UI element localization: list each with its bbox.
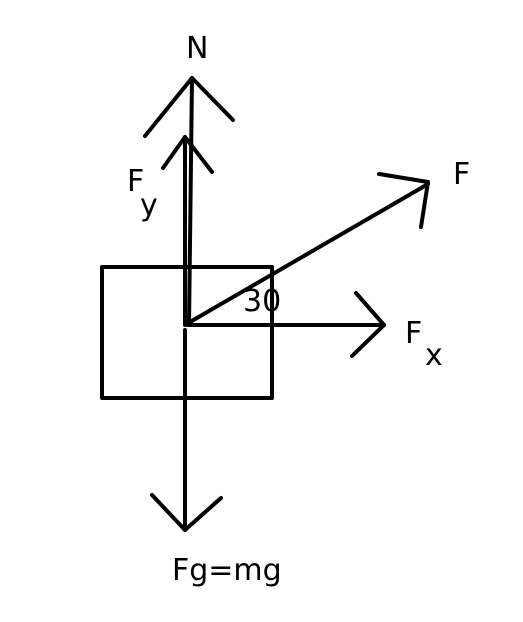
force-x-label: F — [405, 316, 422, 351]
applied-force-label: F — [453, 157, 470, 192]
angle-label: 30 — [243, 284, 281, 319]
force-y-arrow — [161, 135, 214, 327]
applied-force-arrow — [188, 172, 430, 324]
force-x-arrow — [186, 291, 386, 358]
force-y-label: F — [127, 164, 144, 199]
force-y-subscript: y — [140, 188, 158, 223]
force-x-subscript: x — [425, 338, 443, 373]
normal-force-arrow — [143, 76, 235, 327]
normal-force-label: N — [186, 31, 208, 66]
gravity-arrow — [150, 328, 223, 532]
gravity-label: Fg=mg — [172, 553, 282, 588]
